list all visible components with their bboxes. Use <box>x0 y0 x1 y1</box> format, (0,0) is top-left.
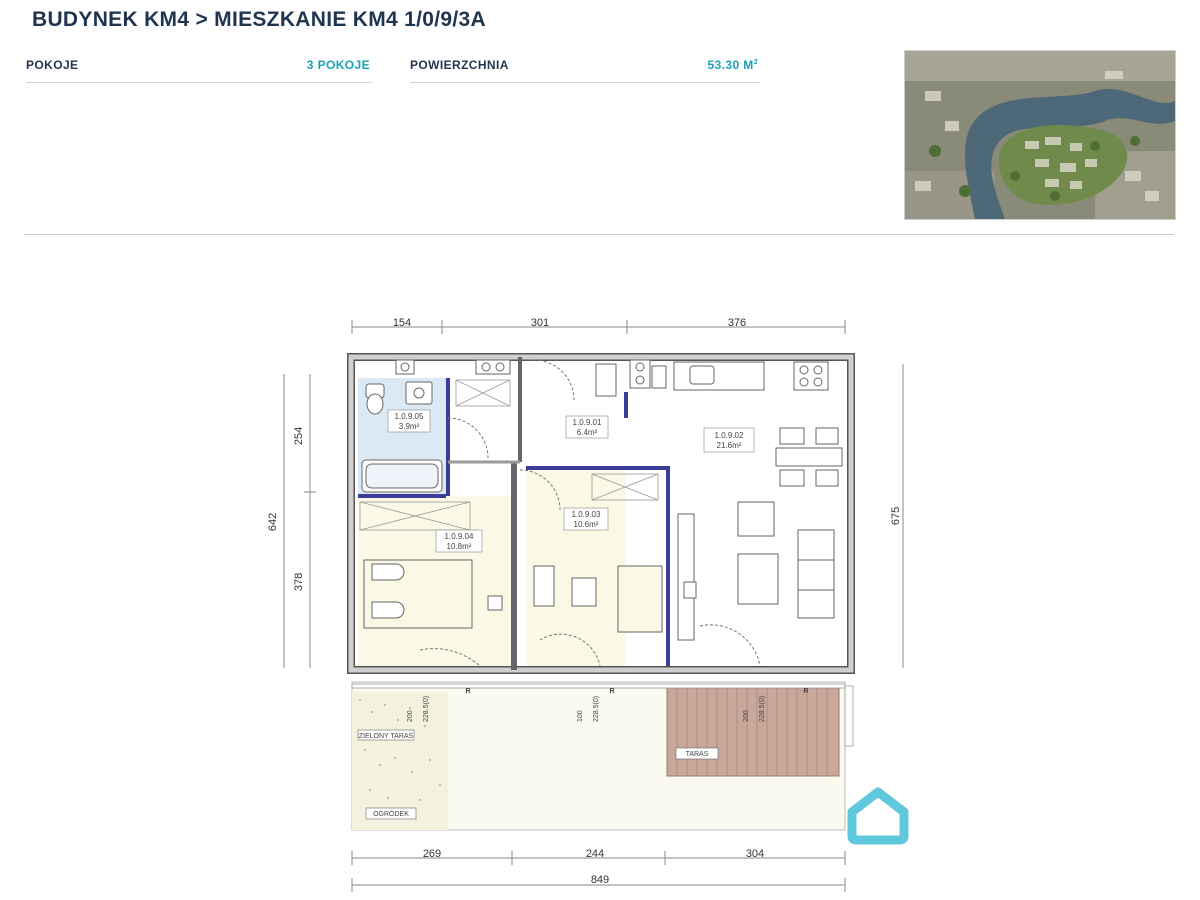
dim-bottom-1: 269 <box>423 848 441 860</box>
dim-top-2: 301 <box>531 317 549 329</box>
dim-left-2: 378 <box>293 573 305 591</box>
room-5-id: 1.0.9.03 <box>572 510 601 519</box>
rooms-value: 3 POKOJE <box>306 58 370 72</box>
room-3-id: 1.0.9.02 <box>715 431 744 440</box>
dimension-lines <box>283 320 904 892</box>
rooms-label: POKOJE <box>26 58 79 72</box>
page-title: BUDYNEK KM4 > MIESZKANIE KM4 1/0/9/3A <box>32 8 486 31</box>
room-1-id: 1.0.9.05 <box>395 412 424 421</box>
fixtures <box>361 359 843 641</box>
dim-total: 849 <box>591 874 609 886</box>
window-marker-1: R <box>465 688 470 695</box>
dim-top-1: 154 <box>393 317 411 329</box>
room-3-area: 21.6m² <box>717 441 742 450</box>
dim-left-total: 642 <box>267 513 279 531</box>
dim-left-1: 254 <box>293 427 305 445</box>
room-cross-marks <box>359 379 659 531</box>
rooms-row: POKOJE 3 POKOJE <box>26 58 372 83</box>
room-5-area: 10.6m² <box>574 520 599 529</box>
room-2-id: 1.0.9.01 <box>573 418 602 427</box>
room-4-area: 10.8m² <box>447 542 472 551</box>
dim-bottom-2: 244 <box>586 848 604 860</box>
window-marker-3: R <box>803 688 808 695</box>
green-terrace-label: ZIELONY TARAS <box>359 733 414 740</box>
window-dim-6: 228.5(0) <box>759 696 766 722</box>
window-dim-1: 200 <box>407 710 414 722</box>
door-swings <box>419 359 761 667</box>
window-dim-2: 228.5(0) <box>423 696 430 722</box>
window-dim-3: 100 <box>577 710 584 722</box>
window-dim-4: 228.5(0) <box>593 696 600 722</box>
room-1-area: 3.9m² <box>399 422 420 431</box>
room-4-id: 1.0.9.04 <box>445 532 474 541</box>
aerial-photo[interactable] <box>904 50 1176 220</box>
area-row: POWIERZCHNIA 53.30 M2 <box>410 58 760 83</box>
outdoor-area <box>351 681 854 831</box>
area-label: POWIERZCHNIA <box>410 58 509 72</box>
home-logo-icon <box>846 786 910 846</box>
window-dim-5: 200 <box>743 710 750 722</box>
garden-label: OGRÓDEK <box>373 809 409 818</box>
terrace-label: TARAS <box>686 751 709 758</box>
room-2-area: 6.4m² <box>577 428 598 437</box>
dim-right: 675 <box>890 507 902 525</box>
walls <box>347 353 855 674</box>
section-divider <box>24 234 1174 235</box>
dim-bottom-3: 304 <box>746 848 764 860</box>
dim-top-3: 376 <box>728 317 746 329</box>
area-value: 53.30 M2 <box>707 58 758 72</box>
room-tags <box>387 409 755 553</box>
window-marker-2: R <box>609 688 614 695</box>
